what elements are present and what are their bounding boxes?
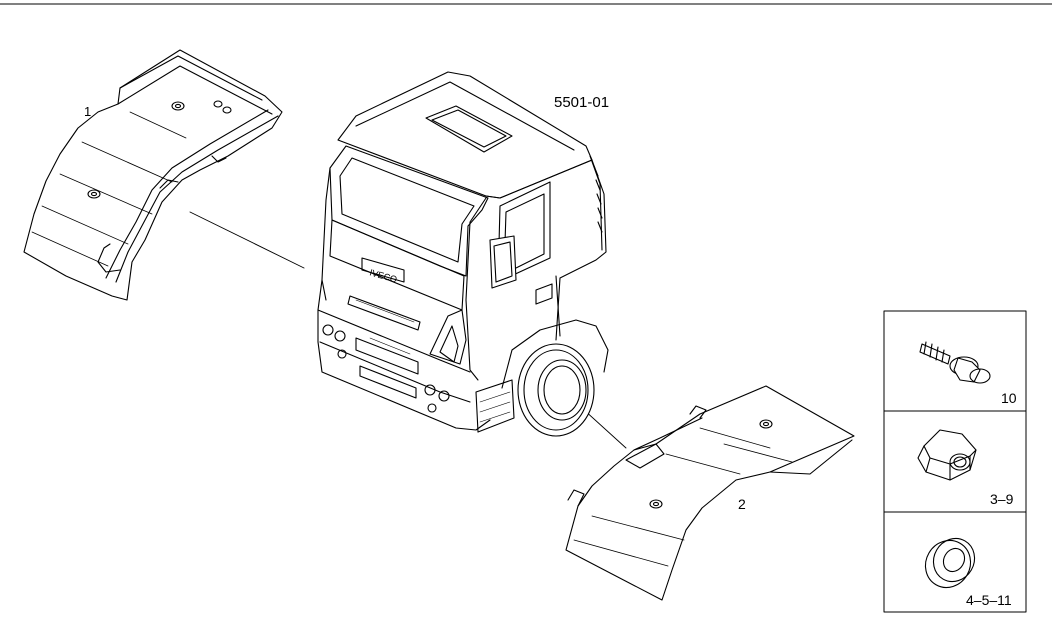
fastener-label-nut: 3–9 [990, 491, 1014, 507]
callout-label-part-2: 2 [738, 496, 746, 512]
flat-washer-icon [924, 537, 976, 589]
mudguard-part-2 [565, 385, 855, 601]
mudguard-part-1 [23, 49, 283, 301]
fastener-label-screw: 10 [1001, 390, 1017, 406]
fastener-label-washer: 4–5–11 [966, 592, 1012, 608]
flanged-screw-icon [919, 341, 991, 384]
fastener-legend-box [883, 310, 1027, 613]
diagram-id-label: 5501-01 [554, 94, 610, 111]
svg-text:IVECO: IVECO [368, 267, 398, 284]
callout-label-part-1: 1 [84, 104, 92, 119]
truck-cab-illustration: IVECO [317, 71, 609, 437]
leader-line-part-1 [189, 211, 305, 269]
hex-nut-icon [917, 429, 977, 481]
